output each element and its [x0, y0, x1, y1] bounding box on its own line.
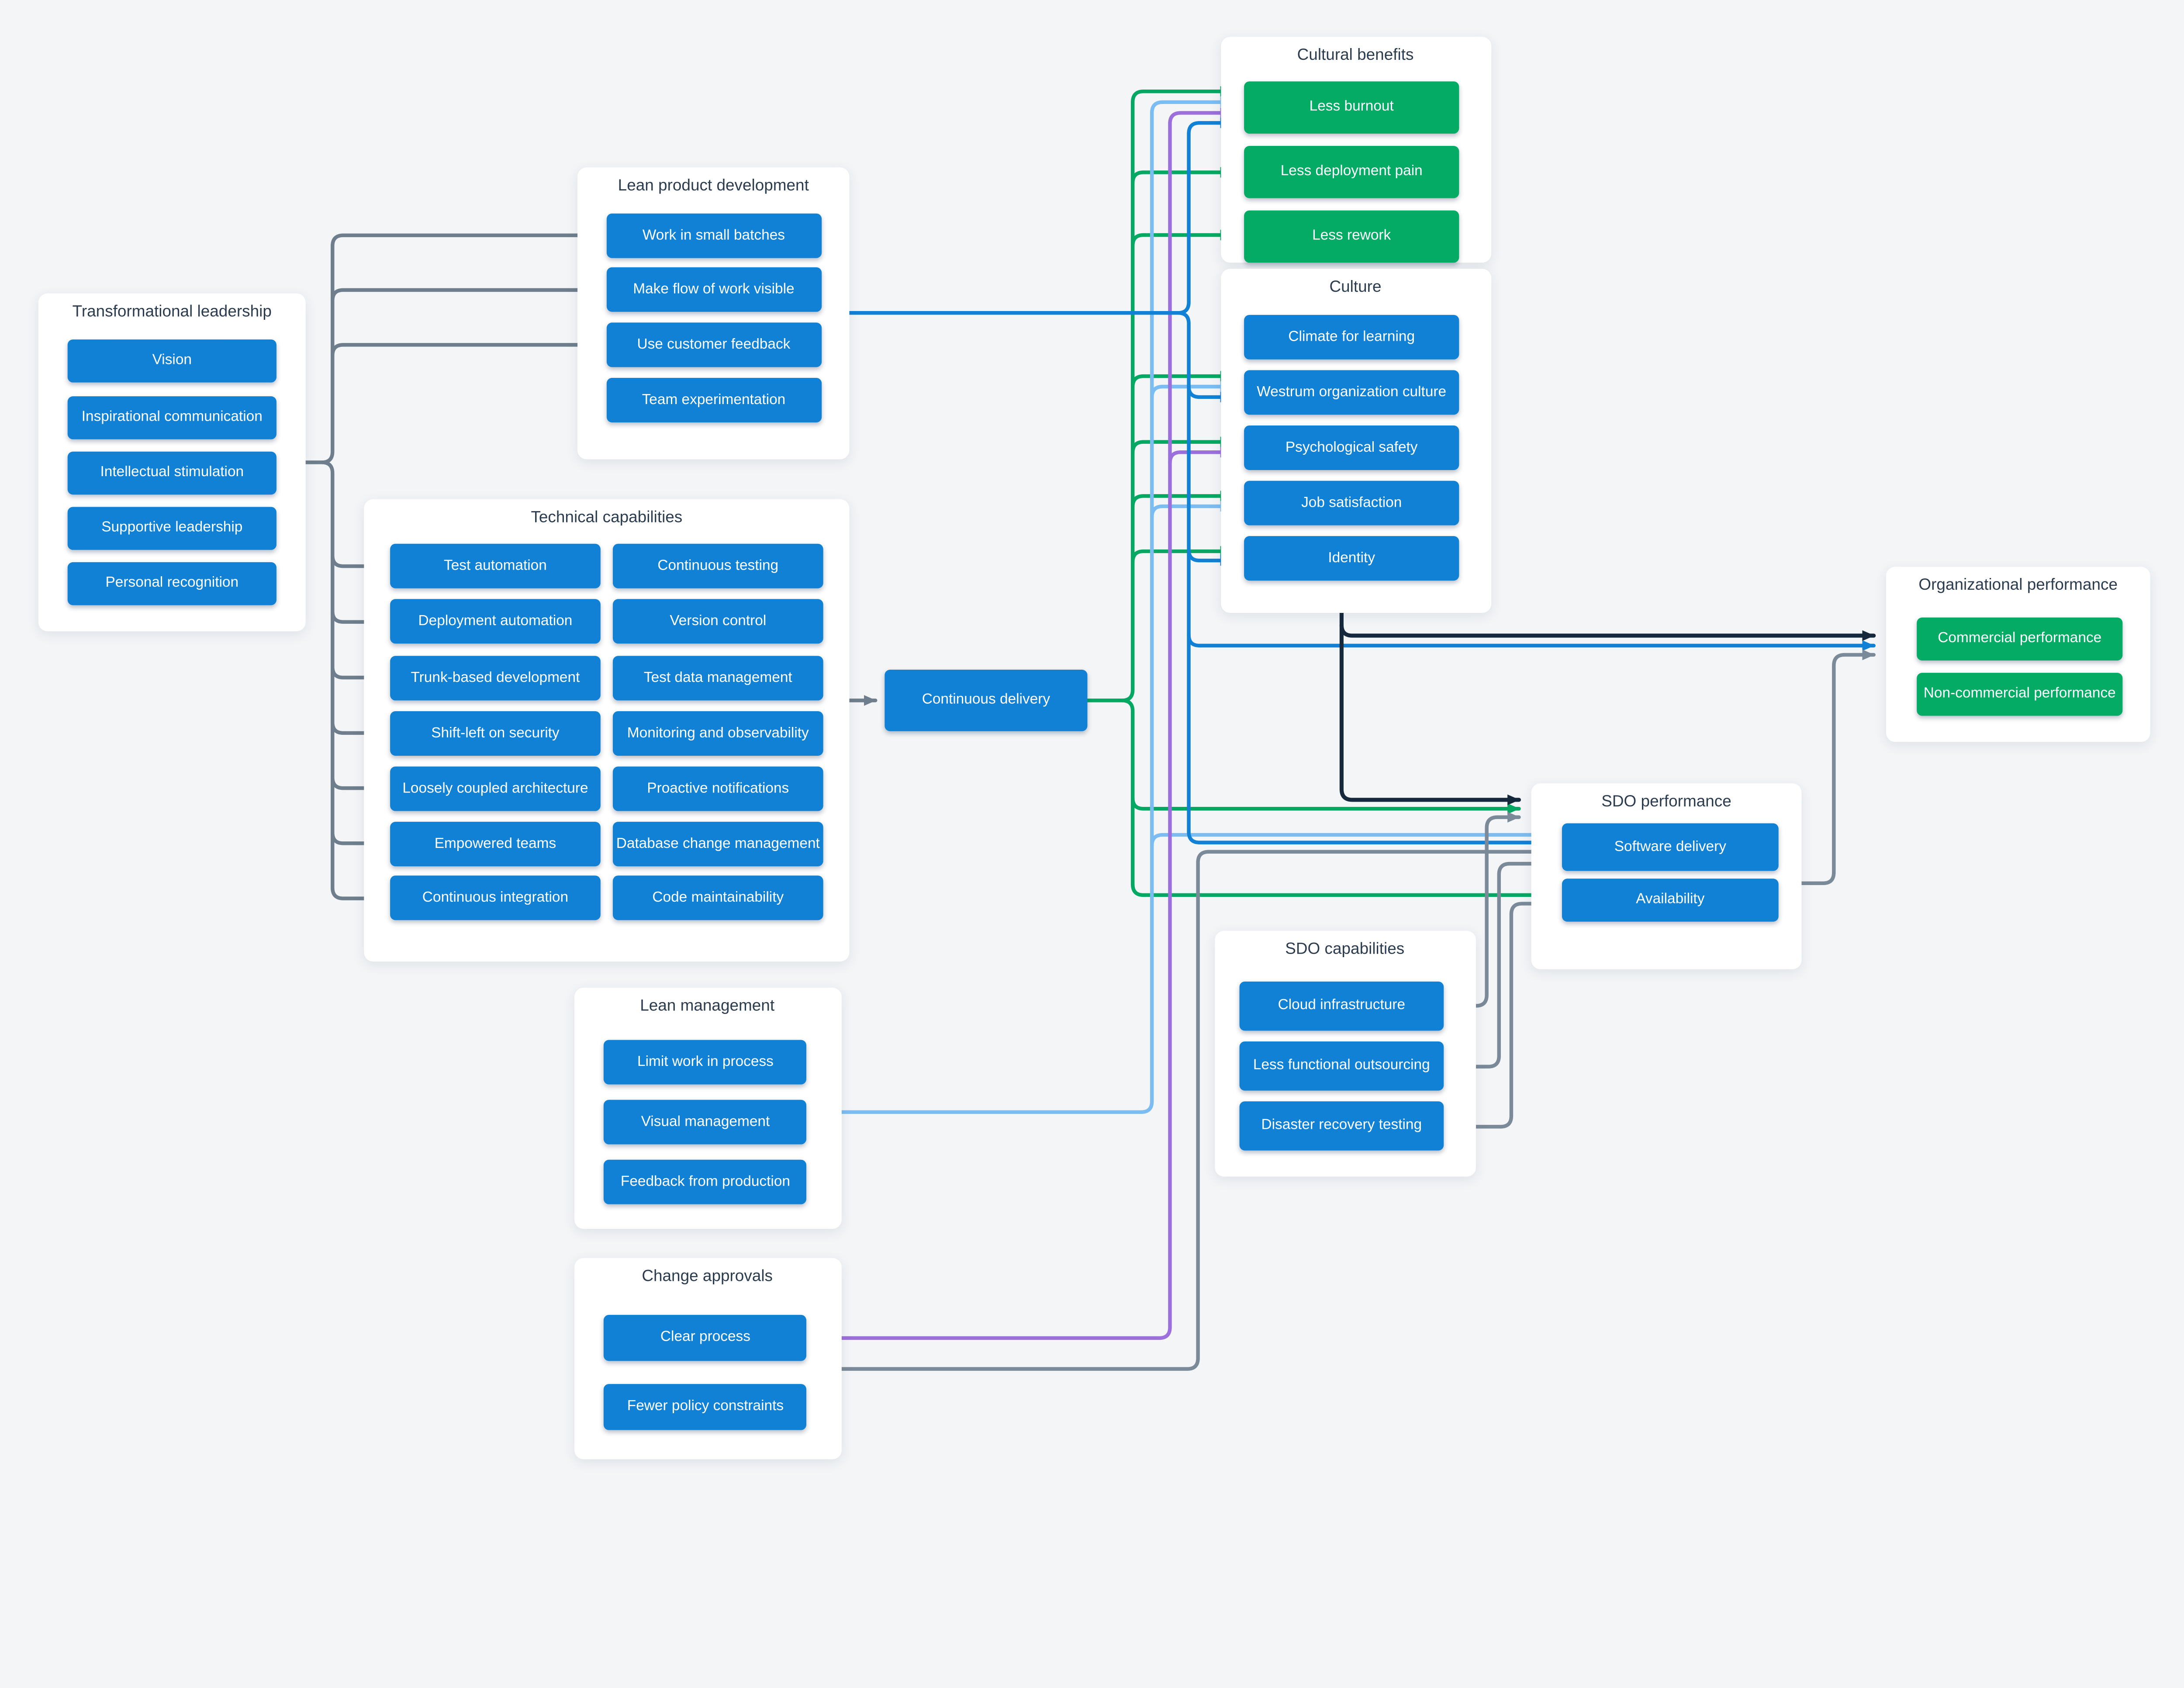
edge-transformational-leadership-bracket — [304, 230, 596, 904]
node-intellectual-stimulation: Intellectual stimulation — [67, 450, 276, 494]
diagram-stage: Transformational leadership Vision Inspi… — [38, 37, 2150, 1460]
node-code-maintainability: Code maintainability — [612, 876, 823, 921]
edges-continuous-delivery-green — [1085, 86, 1552, 901]
node-deployment-automation: Deployment automation — [390, 599, 601, 644]
node-cloud-infrastructure: Cloud infrastructure — [1239, 981, 1444, 1031]
node-psychological-safety: Psychological safety — [1244, 426, 1459, 471]
node-job-satisfaction: Job satisfaction — [1244, 481, 1459, 526]
edge-disaster-recovery-testing-to-availability — [1441, 898, 1552, 1129]
node-test-data-management: Test data management — [612, 655, 823, 700]
card-title: Change approvals — [642, 1267, 773, 1287]
edges-clear-process-purple — [804, 107, 1234, 1340]
node-westrum-organization-culture: Westrum organization culture — [1244, 370, 1459, 415]
card-title: Lean product development — [618, 176, 809, 195]
node-trunk-based-development: Trunk-based development — [390, 655, 601, 700]
node-less-burnout: Less burnout — [1244, 82, 1459, 135]
card-sdo-capabilities: SDO capabilities Cloud infrastructure Le… — [1214, 931, 1476, 1177]
edge-culture-to-sdo-performance — [1339, 605, 1521, 806]
node-loosely-coupled-architecture: Loosely coupled architecture — [390, 766, 601, 811]
edges-lean-management-lightblue — [838, 97, 1552, 1114]
node-shift-left-on-security: Shift-left on security — [390, 710, 601, 755]
edges-lean-product-development-blue — [847, 117, 1876, 848]
edge-sdo-performance-to-organizational-performance — [1800, 649, 1876, 886]
node-test-automation: Test automation — [390, 544, 601, 589]
node-version-control: Version control — [612, 599, 823, 644]
node-feedback-from-production: Feedback from production — [604, 1160, 807, 1205]
card-title: SDO capabilities — [1285, 940, 1405, 959]
node-team-experimentation: Team experimentation — [606, 378, 822, 423]
card-cultural-benefits: Cultural benefits Less burnout Less depl… — [1220, 37, 1491, 263]
edge-less-functional-outsourcing-to-software-delivery — [1441, 858, 1552, 1069]
card-lean-product-development: Lean product development Work in small b… — [577, 166, 850, 459]
node-continuous-testing: Continuous testing — [612, 544, 823, 589]
card-technical-capabilities: Technical capabilities Test automation D… — [364, 498, 850, 961]
node-climate-for-learning: Climate for learning — [1244, 315, 1459, 360]
node-fewer-policy-constraints: Fewer policy constraints — [604, 1384, 807, 1431]
card-change-approvals: Change approvals Clear process Fewer pol… — [574, 1258, 841, 1460]
card-culture: Culture Climate for learning Westrum org… — [1220, 268, 1491, 613]
node-non-commercial-performance: Non-commercial performance — [1917, 673, 2123, 716]
edge-culture-to-organizational-performance — [1339, 623, 1876, 641]
connector-layer — [304, 86, 1876, 1371]
node-less-deployment-pain: Less deployment pain — [1244, 146, 1459, 199]
card-title: Technical capabilities — [531, 508, 683, 526]
node-software-delivery: Software delivery — [1562, 823, 1779, 871]
card-title: Transformational leadership — [72, 302, 272, 321]
node-database-change-management: Database change management — [612, 821, 823, 866]
node-disaster-recovery-testing: Disaster recovery testing — [1239, 1102, 1444, 1152]
card-title: SDO performance — [1601, 792, 1731, 811]
node-continuous-integration: Continuous integration — [390, 876, 601, 921]
card-organizational-performance: Organizational performance Commercial pe… — [1886, 567, 2150, 742]
node-monitoring-and-observability: Monitoring and observability — [612, 710, 823, 755]
node-identity: Identity — [1244, 536, 1459, 581]
card-title: Organizational performance — [1918, 576, 2118, 595]
node-supportive-leadership: Supportive leadership — [67, 507, 276, 550]
card-title: Cultural benefits — [1297, 46, 1414, 65]
node-limit-work-in-process: Limit work in process — [604, 1039, 807, 1084]
node-less-rework: Less rework — [1244, 210, 1459, 263]
node-vision: Vision — [67, 339, 276, 383]
node-less-functional-outsourcing: Less functional outsourcing — [1239, 1042, 1444, 1091]
card-title: Culture — [1329, 277, 1382, 296]
card-sdo-performance: SDO performance Software delivery Availa… — [1531, 783, 1802, 969]
node-visual-management: Visual management — [604, 1099, 807, 1144]
edge-change-approvals-to-software-delivery — [838, 846, 1552, 1371]
node-availability: Availability — [1562, 878, 1779, 921]
node-continuous-delivery: Continuous delivery — [885, 670, 1088, 731]
card-title: Lean management — [640, 996, 775, 1016]
node-inspirational-communication: Inspirational communication — [67, 395, 276, 439]
node-empowered-teams: Empowered teams — [390, 821, 601, 866]
node-clear-process: Clear process — [604, 1315, 807, 1361]
node-work-in-small-batches: Work in small batches — [606, 213, 822, 258]
edge-cloud-infrastructure-to-sdo-performance — [1441, 812, 1521, 1008]
card-transformational-leadership: Transformational leadership Vision Inspi… — [38, 293, 306, 632]
node-use-customer-feedback: Use customer feedback — [606, 322, 822, 367]
card-lean-management: Lean management Limit work in process Vi… — [574, 987, 841, 1229]
node-make-flow-of-work-visible: Make flow of work visible — [606, 267, 822, 312]
node-personal-recognition: Personal recognition — [67, 562, 276, 605]
node-commercial-performance: Commercial performance — [1917, 617, 2123, 660]
node-proactive-notifications: Proactive notifications — [612, 766, 823, 811]
